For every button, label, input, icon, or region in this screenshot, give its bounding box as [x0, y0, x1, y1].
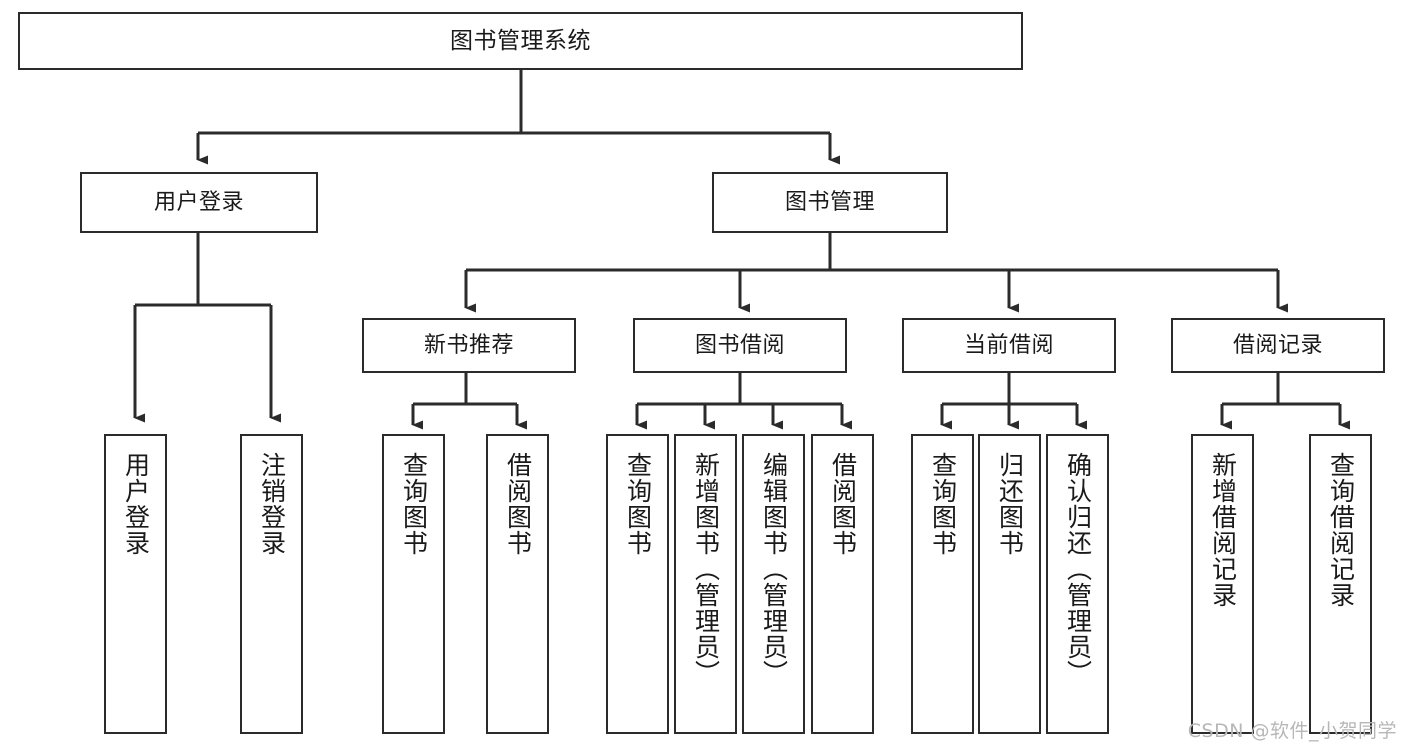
- node-new-book-rec[interactable]: 新书推荐: [362, 318, 576, 373]
- node-label: 新书推荐: [423, 332, 514, 358]
- node-label: 查询图书: [928, 452, 958, 556]
- node-leaf-query-record[interactable]: 查询借阅记录: [1309, 434, 1372, 734]
- node-label: 查询借阅记录: [1326, 452, 1356, 608]
- node-label: 查询图书: [399, 452, 429, 556]
- node-label: 当前借阅: [963, 332, 1054, 358]
- node-leaf-return-book[interactable]: 归还图书: [978, 434, 1041, 734]
- node-leaf-add-book[interactable]: 新增图书（管理员）: [674, 434, 737, 734]
- node-label: 借阅图书: [503, 452, 533, 556]
- node-leaf-add-record[interactable]: 新增借阅记录: [1191, 434, 1254, 734]
- node-leaf-logout[interactable]: 注销登录: [240, 434, 303, 734]
- node-leaf-query-book-3[interactable]: 查询图书: [911, 434, 974, 734]
- node-leaf-borrow-book-1[interactable]: 借阅图书: [486, 434, 549, 734]
- node-leaf-query-book-2[interactable]: 查询图书: [606, 434, 669, 734]
- node-label: 用户登录: [121, 452, 151, 556]
- node-leaf-confirm-return[interactable]: 确认归还（管理员）: [1046, 434, 1109, 734]
- node-root-system[interactable]: 图书管理系统: [18, 12, 1023, 70]
- node-label: 注销登录: [257, 452, 287, 556]
- node-label: 图书借阅: [694, 332, 785, 358]
- node-label: 新增借阅记录: [1208, 452, 1238, 608]
- node-label: 编辑图书（管理员）: [759, 452, 789, 686]
- node-borrow-record[interactable]: 借阅记录: [1171, 318, 1385, 373]
- node-leaf-edit-book[interactable]: 编辑图书（管理员）: [742, 434, 805, 734]
- node-label: 图书管理系统: [450, 27, 591, 54]
- node-user-login[interactable]: 用户登录: [80, 172, 318, 233]
- node-label: 新增图书（管理员）: [691, 452, 721, 686]
- node-leaf-user-login[interactable]: 用户登录: [104, 434, 167, 734]
- node-label: 借阅图书: [828, 452, 858, 556]
- node-label: 图书管理: [784, 189, 875, 215]
- node-label: 确认归还（管理员）: [1063, 452, 1093, 686]
- node-label: 用户登录: [153, 189, 244, 215]
- node-leaf-query-book-1[interactable]: 查询图书: [382, 434, 445, 734]
- node-current-borrow[interactable]: 当前借阅: [902, 318, 1116, 373]
- node-label: 查询图书: [623, 452, 653, 556]
- node-book-manage[interactable]: 图书管理: [712, 172, 948, 233]
- node-label: 借阅记录: [1232, 332, 1323, 358]
- node-book-borrow[interactable]: 图书借阅: [633, 318, 847, 373]
- node-label: 归还图书: [995, 452, 1025, 556]
- node-leaf-borrow-book-2[interactable]: 借阅图书: [811, 434, 874, 734]
